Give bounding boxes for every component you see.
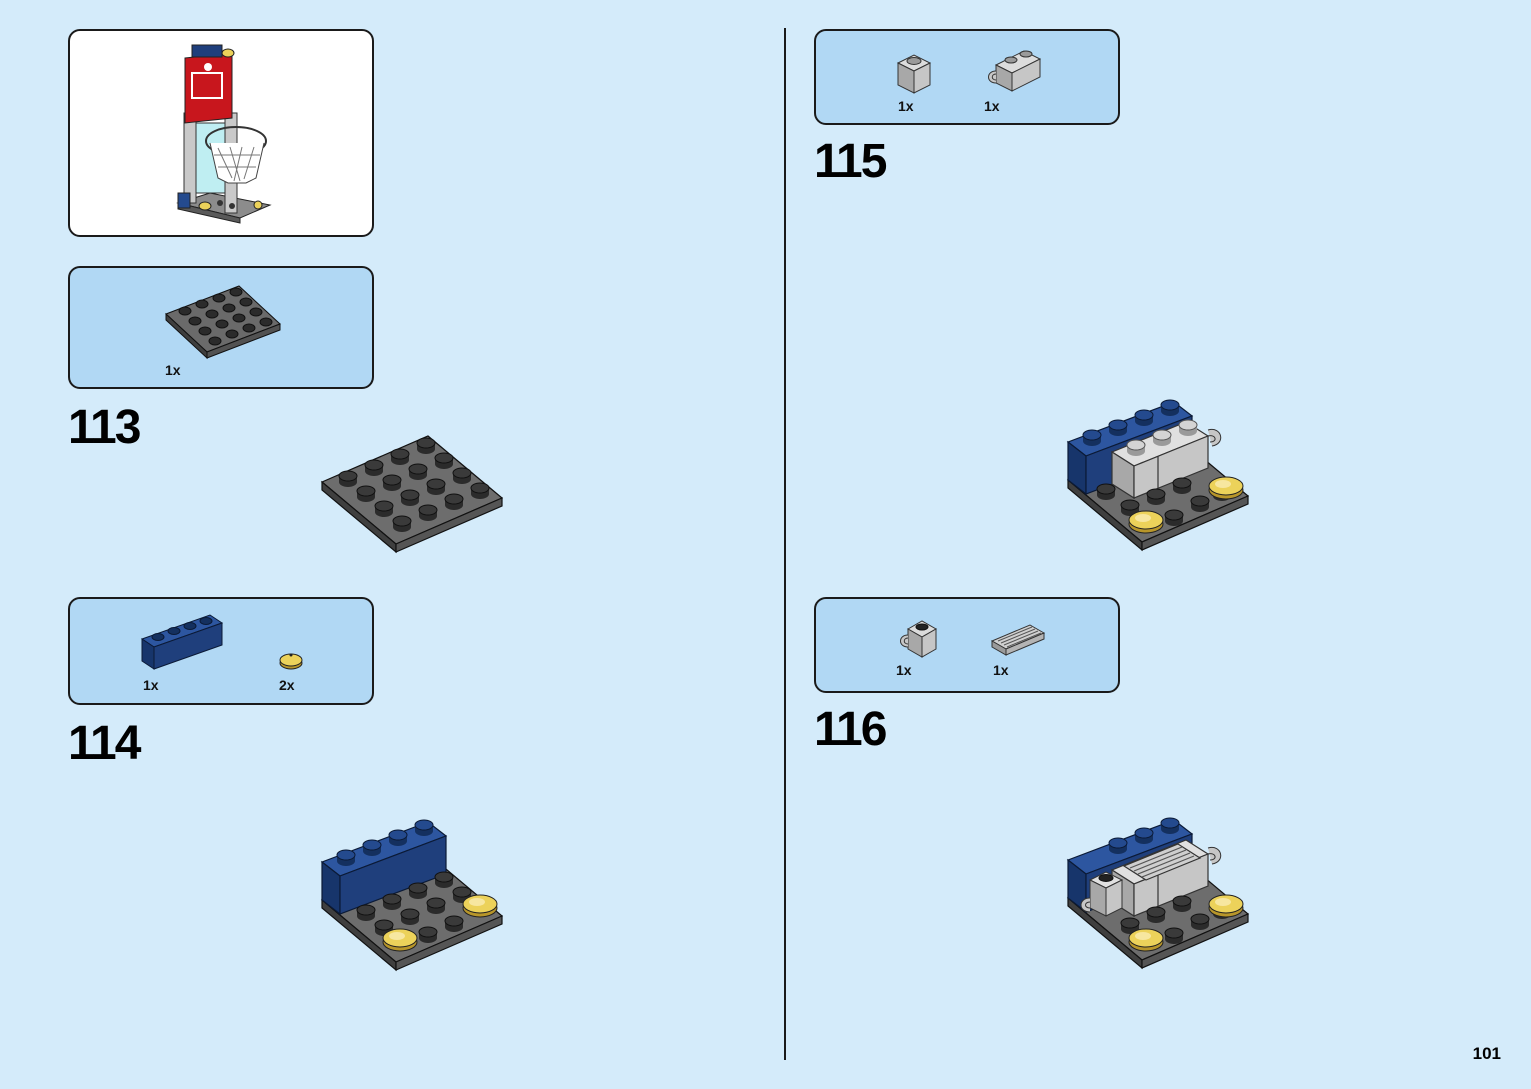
step-113-build-illustration <box>320 435 504 554</box>
step-116-parts-panel: 1x 1x <box>814 597 1120 693</box>
step-115-build-illustration <box>1066 399 1250 552</box>
grey-1x2-brick-with-clip-icon <box>988 50 1042 92</box>
step-113-parts-panel: 1x <box>68 266 374 389</box>
page-number: 101 <box>1472 1044 1501 1063</box>
step-number: 116 <box>814 703 887 756</box>
preview-panel <box>68 29 374 237</box>
step-114-build-illustration <box>320 819 504 972</box>
dark-grey-4x4-plate-icon <box>165 285 281 360</box>
grey-1x1-brick-icon <box>896 54 932 94</box>
grille-tile-icon <box>990 624 1046 656</box>
gold-round-tile-icon <box>279 653 303 670</box>
step-116-build-illustration <box>1066 817 1250 970</box>
part-qty: 2x <box>279 677 295 693</box>
step-number: 114 <box>68 717 141 770</box>
step-114-parts-panel: 1x 2x <box>68 597 374 705</box>
page-divider <box>784 28 786 1060</box>
part-qty: 1x <box>896 662 912 678</box>
step-number: 113 <box>68 401 141 454</box>
part-qty: 1x <box>993 662 1009 678</box>
dark-blue-1x4-brick-icon <box>140 614 224 670</box>
part-qty: 1x <box>984 98 1000 114</box>
basketball-arcade-model-icon <box>176 44 272 224</box>
part-qty: 1x <box>898 98 914 114</box>
step-115-parts-panel: 1x 1x <box>814 29 1120 125</box>
grey-1x1-brick-with-clip-icon <box>900 620 938 658</box>
part-qty: 1x <box>165 362 181 378</box>
part-qty: 1x <box>143 677 159 693</box>
step-number: 115 <box>814 135 887 188</box>
